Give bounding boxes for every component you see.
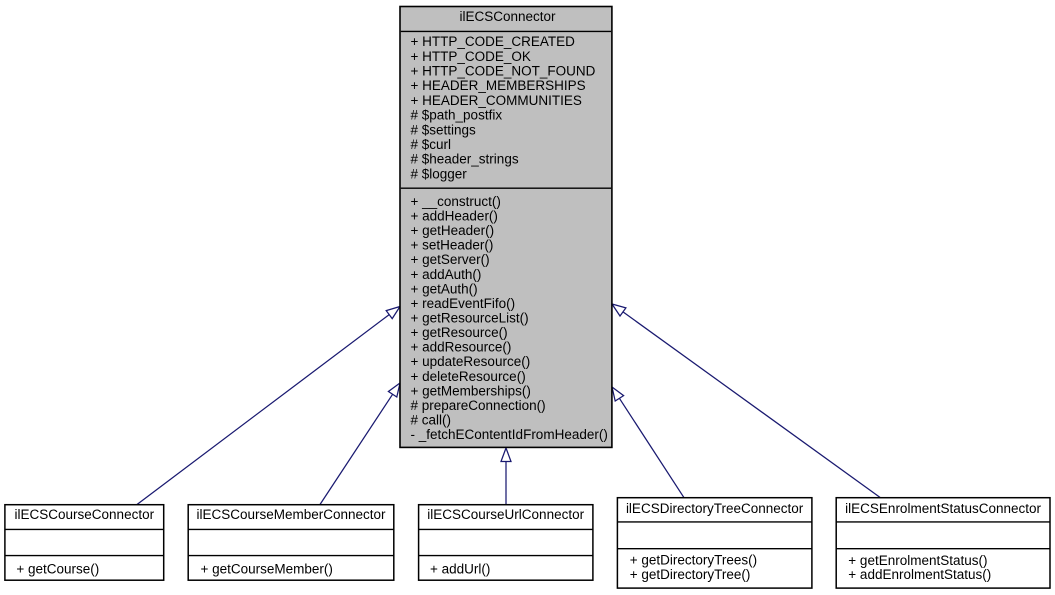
- svg-text:+ getAuth(): + getAuth(): [411, 281, 478, 296]
- svg-text:+ __construct(): + __construct(): [411, 194, 501, 209]
- svg-text:+ getCourse(): + getCourse(): [16, 562, 99, 577]
- svg-text:ilECSCourseUrlConnector: ilECSCourseUrlConnector: [427, 507, 584, 522]
- svg-text:+ getEnrolmentStatus(): + getEnrolmentStatus(): [848, 553, 987, 568]
- svg-text:+ getDirectoryTrees(): + getDirectoryTrees(): [630, 553, 757, 568]
- svg-text:+ getCourseMember(): + getCourseMember(): [201, 562, 333, 577]
- svg-text:ilECSCourseConnector: ilECSCourseConnector: [15, 507, 155, 522]
- svg-text:# $settings: # $settings: [411, 122, 477, 137]
- svg-text:+ readEventFifo(): + readEventFifo(): [411, 296, 516, 311]
- svg-text:+ updateResource(): + updateResource(): [411, 354, 531, 369]
- svg-text:# call(): # call(): [411, 413, 452, 428]
- svg-text:+ HEADER_COMMUNITIES: + HEADER_COMMUNITIES: [411, 93, 582, 108]
- svg-text:# prepareConnection(): # prepareConnection(): [411, 398, 546, 413]
- svg-text:ilECSEnrolmentStatusConnector: ilECSEnrolmentStatusConnector: [845, 501, 1041, 516]
- svg-text:+ deleteResource(): + deleteResource(): [411, 369, 526, 384]
- svg-text:+ addResource(): + addResource(): [411, 340, 512, 355]
- svg-text:+ getResource(): + getResource(): [411, 325, 508, 340]
- svg-text:+ HEADER_MEMBERSHIPS: + HEADER_MEMBERSHIPS: [411, 78, 586, 93]
- svg-text:ilECSConnector: ilECSConnector: [459, 9, 556, 24]
- svg-text:# $header_strings: # $header_strings: [411, 152, 519, 167]
- svg-text:+ HTTP_CODE_NOT_FOUND: + HTTP_CODE_NOT_FOUND: [411, 64, 596, 79]
- svg-text:+ addAuth(): + addAuth(): [411, 267, 482, 282]
- svg-text:+ getDirectoryTree(): + getDirectoryTree(): [630, 567, 751, 582]
- svg-text:+ getServer(): + getServer(): [411, 252, 490, 267]
- svg-text:+ getHeader(): + getHeader(): [411, 223, 495, 238]
- svg-text:ilECSDirectoryTreeConnector: ilECSDirectoryTreeConnector: [626, 501, 804, 516]
- svg-text:+ getMemberships(): + getMemberships(): [411, 383, 531, 398]
- svg-text:# $curl: # $curl: [411, 137, 452, 152]
- svg-text:- _fetchEContentIdFromHeader(): - _fetchEContentIdFromHeader(): [411, 427, 608, 442]
- svg-text:+ addHeader(): + addHeader(): [411, 209, 498, 224]
- svg-text:+ HTTP_CODE_OK: + HTTP_CODE_OK: [411, 49, 531, 64]
- svg-text:+ setHeader(): + setHeader(): [411, 238, 494, 253]
- svg-text:ilECSCourseMemberConnector: ilECSCourseMemberConnector: [196, 507, 386, 522]
- svg-text:# $path_postfix: # $path_postfix: [411, 108, 503, 123]
- svg-text:# $logger: # $logger: [411, 166, 468, 181]
- svg-text:+ HTTP_CODE_CREATED: + HTTP_CODE_CREATED: [411, 34, 576, 49]
- svg-text:+ getResourceList(): + getResourceList(): [411, 311, 529, 326]
- svg-text:+ addEnrolmentStatus(): + addEnrolmentStatus(): [848, 567, 991, 582]
- svg-text:+ addUrl(): + addUrl(): [430, 562, 490, 577]
